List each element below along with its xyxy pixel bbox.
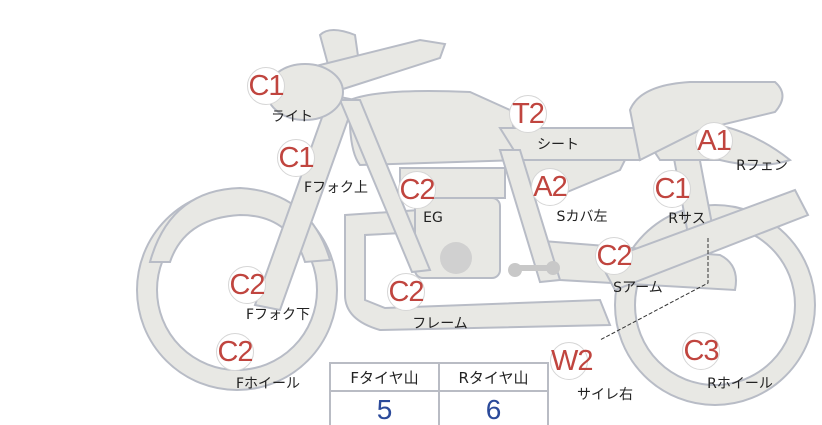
damage-code: C2: [595, 237, 633, 275]
part-label: ライト: [271, 109, 313, 125]
part-label: フレーム: [412, 316, 468, 332]
part-label: Sカバ左: [556, 209, 608, 225]
rear-tread-value: 6: [438, 390, 549, 425]
damage-code: C1: [277, 139, 315, 177]
front-fender: [148, 186, 332, 264]
muffler: [598, 188, 810, 292]
rear-tread-header: Rタイヤ山: [438, 362, 549, 392]
part-label: Fホイール: [235, 376, 301, 392]
damage-code: C1: [653, 170, 691, 208]
damage-code: A1: [695, 122, 733, 160]
damage-code: A2: [531, 168, 569, 206]
part-label: EG: [423, 210, 443, 226]
damage-code: T2: [509, 95, 547, 133]
damage-code: C2: [216, 333, 254, 371]
frame: [344, 208, 612, 332]
part-label: シート: [537, 137, 579, 153]
part-label: Fフォク上: [303, 180, 369, 196]
damage-code: C1: [247, 67, 285, 105]
part-label: Fフォク下: [245, 307, 311, 323]
fuel-tank: [348, 90, 522, 167]
damage-code: C2: [228, 266, 266, 304]
front-tread-header: Fタイヤ山: [329, 362, 440, 392]
part-label: サイレ右: [577, 387, 633, 403]
part-label: Rサス: [668, 211, 706, 227]
front-tread-value: 5: [329, 390, 440, 425]
damage-code: W2: [550, 342, 594, 380]
part-label: Rフェン: [736, 158, 788, 174]
part-label: Rホイール: [707, 376, 773, 392]
damage-code: C3: [682, 332, 720, 370]
damage-code: C2: [398, 171, 436, 209]
front-fork: [253, 93, 357, 312]
damage-code: C2: [387, 273, 425, 311]
part-label: Sアーム: [613, 280, 663, 296]
